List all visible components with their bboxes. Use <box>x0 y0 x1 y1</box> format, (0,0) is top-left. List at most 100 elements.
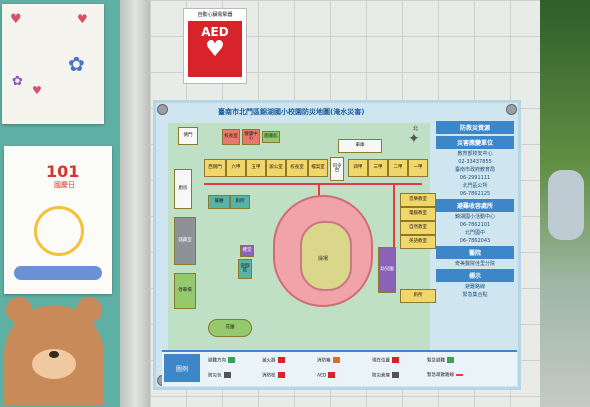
panel-heading-units: 災害應變單位 <box>436 136 514 149</box>
room-computer: 電腦教室 <box>400 207 436 221</box>
compass-icon: ✦ <box>408 131 420 147</box>
room-3: 三甲 <box>368 159 388 177</box>
contact-name: 教育部校安中心 <box>457 151 493 157</box>
route-line-icon <box>456 373 463 376</box>
panel-heading-hospital: 醫院 <box>436 246 514 259</box>
bear-icon <box>4 297 104 405</box>
panel-heading-marks: 標示 <box>436 269 514 282</box>
run-icon <box>447 357 454 363</box>
room-health: 健康中心 <box>242 129 260 145</box>
wall-mural: ♥ ✿ ♥ ♥ ✿ 101 國慶日 <box>0 0 122 407</box>
legend-item: AED <box>317 372 336 379</box>
room-4: 四甲 <box>348 159 368 177</box>
room-garage: 車庫 <box>338 139 382 153</box>
sun-drawing <box>34 206 84 256</box>
heart-defibrillator-icon: ♥ <box>205 37 225 62</box>
aed-badge: AED <box>201 25 229 39</box>
room-west-gate: 西側門 <box>204 159 226 177</box>
room-kitchen: 廚房 <box>174 169 192 209</box>
room-1: 一甲 <box>408 159 428 177</box>
aed-sign: 自動心臟電擊器 AED ♥ <box>183 8 247 84</box>
room-pool: 遊戲區 <box>238 259 252 279</box>
mark-assembly: 緊急集合點 <box>462 292 488 298</box>
room-archive: 檔案室 <box>308 159 328 177</box>
room-stage-text: 司令台 <box>330 157 344 181</box>
flower-icon: ✿ <box>12 74 23 89</box>
aed-icon <box>328 372 336 378</box>
extinguisher-icon <box>277 357 285 363</box>
room-science: 自然教室 <box>400 221 436 235</box>
arrow-icon <box>228 357 235 363</box>
room-garden: 花園 <box>208 319 252 337</box>
poster-subtitle: 國慶日 <box>54 181 75 189</box>
legend-label: 圖例 <box>164 354 200 382</box>
room-hall: 禮堂 <box>240 245 254 257</box>
legend-item: 防災包 <box>208 372 231 379</box>
concrete-pillar <box>120 0 152 407</box>
gate-side: 側門 <box>178 127 198 145</box>
bag-icon <box>223 372 231 378</box>
room-storage: 儲藏室 <box>174 217 196 265</box>
field-label: 操場 <box>318 256 329 262</box>
warehouse-icon <box>392 372 399 378</box>
drawing-paper-top: ♥ ✿ ♥ ♥ ✿ <box>2 4 104 124</box>
evacuation-route <box>204 183 422 185</box>
aed-top-label: 自動心臟電擊器 <box>197 12 233 18</box>
room-library: 圖書館 <box>262 131 280 143</box>
contact-phone: 02-33437855 <box>458 159 492 165</box>
room-parking: 停車場 <box>174 273 196 309</box>
legend-item: 消防栓 <box>262 372 285 379</box>
contact-name: 北門區公所 <box>462 183 488 189</box>
shelter-name: 北門國中 <box>464 230 485 236</box>
room-5: 五甲 <box>246 159 266 177</box>
room-english: 英語教室 <box>400 235 436 249</box>
mounting-bolt <box>157 104 168 115</box>
room-office-top: 校長室 <box>222 129 240 145</box>
shelter-phone: 06-7862043 <box>459 238 491 244</box>
heart-icon: ♥ <box>32 84 42 97</box>
info-panel: 防救災資源 災害應變單位 教育部校安中心 02-33437855 臺南市政府教育… <box>436 121 514 367</box>
location-pin-icon <box>392 357 399 363</box>
room-office: 辦公室 <box>266 159 286 177</box>
legend-item: 緊急避難 <box>427 357 454 364</box>
room-toilet-east: 廁所 <box>400 289 436 303</box>
legend-item: 滅火器 <box>262 357 285 364</box>
north-mark: 北 <box>413 126 419 132</box>
room-principal: 校長室 <box>286 159 308 177</box>
contact-phone: 06-2991111 <box>459 175 491 181</box>
national-day-poster: 101 國慶日 <box>4 146 112 294</box>
sports-field <box>300 221 352 291</box>
flower-icon: ✿ <box>68 52 85 76</box>
poster-title: 101 <box>46 162 80 181</box>
hydrant-icon <box>277 372 285 378</box>
ground-drawing <box>14 266 102 280</box>
hospital-name: 奇美醫院佳里分院 <box>454 261 495 267</box>
heart-icon: ♥ <box>77 12 88 26</box>
room-kinder: 幼兒園 <box>378 247 396 293</box>
mounting-bolt <box>506 104 517 115</box>
contact-name: 臺南市政府教育局 <box>454 167 495 173</box>
room-music: 音樂教室 <box>400 193 436 207</box>
evacuation-route <box>393 183 395 293</box>
legend-item: 緊急疏散路線 <box>427 372 463 378</box>
room-6: 六甲 <box>226 159 246 177</box>
disaster-prevention-map-board: 臺南市北門區錦湖國小校園防災地圖(淹水災害) 側門 校長室 健康中心 圖書館 車… <box>153 100 521 390</box>
legend-item: 避難方向 <box>208 357 235 364</box>
map-legend: 圖例 避難方向 防災包 滅火器 消防栓 消防箱 AED 現在位置 防災倉庫 緊急… <box>162 350 517 386</box>
panel-heading-resources: 防救災資源 <box>436 121 514 134</box>
room-dining: 餐廳 <box>208 195 230 209</box>
aed-panel: AED ♥ <box>188 21 242 77</box>
legend-item: 防災倉庫 <box>372 372 399 379</box>
contact-phone: 06-7862125 <box>459 191 491 197</box>
legend-item: 現在位置 <box>372 357 399 364</box>
campus-map: 側門 校長室 健康中心 圖書館 車庫 ✦ 北 西側門 六甲 五甲 辦公室 校長室… <box>168 123 436 351</box>
map-title: 臺南市北門區錦湖國小校園防災地圖(淹水災害) <box>218 108 365 116</box>
outdoor-greenery <box>540 0 590 407</box>
shelter-name: 錦湖國小活動中心 <box>454 214 495 220</box>
legend-item: 消防箱 <box>317 357 340 364</box>
panel-heading-shelters: 避難收容處所 <box>436 199 514 212</box>
room-toilet: 廁所 <box>230 195 250 209</box>
mark-route: 避難路線 <box>464 284 485 290</box>
heart-icon: ♥ <box>10 12 22 27</box>
shelter-phone: 06-7862101 <box>459 222 491 228</box>
